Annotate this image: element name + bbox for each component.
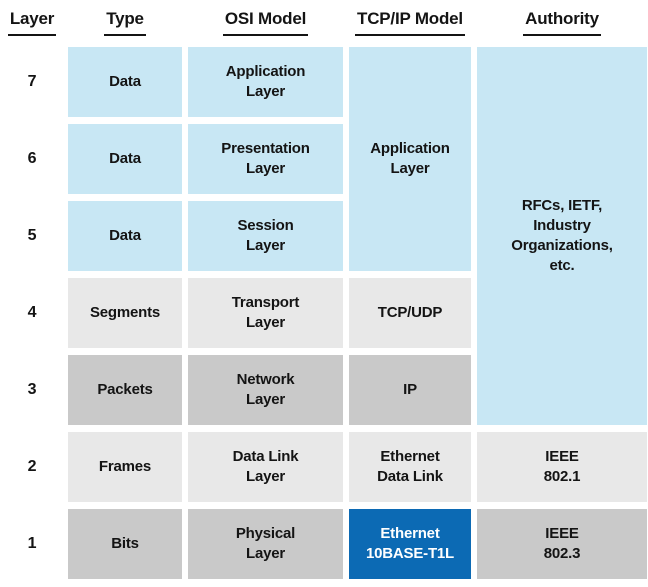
column-header-type: Type [68,8,182,40]
column-header-authority: Authority [477,8,647,40]
osi-cell-transport-layer: Transport Layer [188,278,343,348]
layer-number-3: 3 [27,381,37,399]
authority-cell-rfcs-ietf: RFCs, IETF, Industry Organizations, etc. [477,47,647,425]
osi-cell-session-layer: Session Layer [188,201,343,271]
column-header-tcpip-model: TCP/IP Model [349,8,471,40]
column-header-tcpip-model-label: TCP/IP Model [355,8,465,36]
column-header-osi-model: OSI Model [188,8,343,40]
column-header-type-label: Type [104,8,146,36]
layer-number-5: 5 [27,227,37,245]
tcpip-cell-ethernet-data-link: Ethernet Data Link [349,432,471,502]
tcpip-cell-application-layer: Application Layer [349,47,471,271]
layer-number-4: 4 [27,304,37,322]
type-cell-layer3: Packets [68,355,182,425]
osi-cell-data-link-layer: Data Link Layer [188,432,343,502]
tcpip-cell-tcp-udp: TCP/UDP [349,278,471,348]
authority-cell-ieee-802-3: IEEE 802.3 [477,509,647,579]
osi-cell-physical-layer: Physical Layer [188,509,343,579]
osi-cell-presentation-layer: Presentation Layer [188,124,343,194]
tcpip-cell-ip: IP [349,355,471,425]
type-cell-layer2: Frames [68,432,182,502]
type-cell-layer1: Bits [68,509,182,579]
type-cell-layer4: Segments [68,278,182,348]
tcpip-cell-ethernet-10base-t1l-highlight: Ethernet 10BASE-T1L [349,509,471,579]
layer-number-1: 1 [27,535,37,553]
column-header-osi-model-label: OSI Model [222,8,309,36]
authority-cell-ieee-802-1: IEEE 802.1 [477,432,647,502]
comparison-table: Layer Type OSI Model TCP/IP Model Author… [2,8,647,579]
column-header-layer-label: Layer [7,8,57,36]
layer-number-7: 7 [27,73,37,91]
type-cell-layer5: Data [68,201,182,271]
layer-number-6: 6 [27,150,37,168]
type-cell-layer6: Data [68,124,182,194]
type-cell-layer7: Data [68,47,182,117]
column-header-layer: Layer [2,8,62,40]
column-header-authority-label: Authority [523,8,601,36]
osi-cell-network-layer: Network Layer [188,355,343,425]
osi-cell-application-layer: Application Layer [188,47,343,117]
layer-number-2: 2 [27,458,37,476]
